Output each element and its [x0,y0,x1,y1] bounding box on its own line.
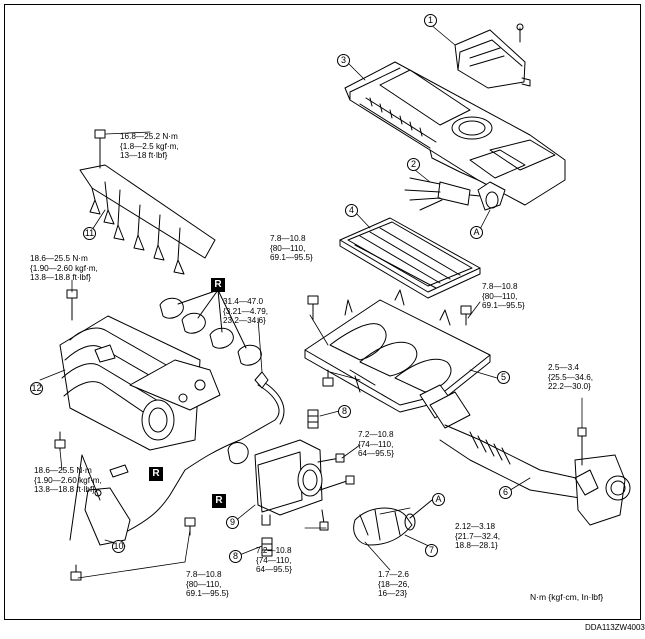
replace-mark-bracket: R [149,467,163,481]
bracket-bolt [577,427,587,466]
torque-resonance-right: 7.8—10.8 {80—110, 69.1—95.5} [482,282,525,311]
torque-injector-rail: 16.8—25.2 N·m {1.8—2.5 kgf·m, 13—18 ft·l… [120,132,179,161]
callout-7: 7 [425,544,438,557]
callout-6: 6 [499,486,512,499]
air-filter-element [339,217,481,299]
replace-mark-gaskets: R [211,278,225,292]
throttle-body [227,439,355,531]
water-hose-bottom [261,537,273,557]
torque-hose: 1.7—2.6 {18—26, 16—23} [378,570,410,599]
torque-bottom-left: 7.8—10.8 {80—110, 69.1—95.5} [186,570,229,599]
water-hose-top [307,409,319,429]
callout-1: 1 [424,14,437,27]
torque-throttle-top: 7.2—10.8 {74—110, 64—95.5} [358,430,394,459]
torque-manifold-upper: 18.6—25.5 N·m {1.90—2.60 kgf·m, 13.8—18.… [30,254,98,283]
torque-throttle-bottom: 7.2—10.8 {74—110, 64—95.5} [256,546,292,575]
replace-mark-gasket-throttle: R [212,494,226,508]
callout-11: 11 [83,227,96,240]
callout-8-top: 8 [338,405,351,418]
callout-9: 9 [226,516,239,529]
callout-2: 2 [407,158,420,171]
torque-resonance-left: 7.8—10.8 {80—110, 69.1—95.5} [270,234,313,263]
torque-clamp: 2.12—3.18 {21.7—32.4, 18.8—28.1} [455,522,501,551]
air-hose [353,499,433,546]
intake-manifold [54,289,221,451]
intake-manifold-gaskets [159,289,262,366]
air-cleaner-cover [344,61,566,211]
figure-code: DDA113ZW4003 [585,623,645,632]
callout-a-upper: A [470,226,483,239]
callout-8-bottom: 8 [229,550,242,563]
vacuum-pipe [119,371,285,536]
callout-12: 12 [30,382,43,395]
air-cleaner-bracket [454,23,531,89]
bolt-resonance-right [460,305,472,326]
fuel-injector-rail [79,129,216,275]
callout-10: 10 [112,540,125,553]
callout-5: 5 [497,371,510,384]
callout-a-lower: A [432,493,445,506]
bolt-resonance-left [307,295,334,387]
torque-bracket: 2.5—3.4 {25.5—34.6, 22.2—30.0} [548,363,594,392]
intake-air-temperature-sensor [404,177,481,211]
figure-border [4,4,641,620]
fresh-air-duct [429,391,631,526]
torque-manifold-lower: 18.6—25.5 N·m {1.90—2.60 kgf·m, 13.8—18.… [34,466,102,495]
callout-4: 4 [345,204,358,217]
units-note: N·m {kgf·cm, In·lbf} [530,592,604,602]
callout-3: 3 [337,54,350,67]
manifold-bracket [69,454,196,581]
torque-pipe: 31.4—47.0 {3.21—4.79, 23.2—34.6} [223,297,269,326]
